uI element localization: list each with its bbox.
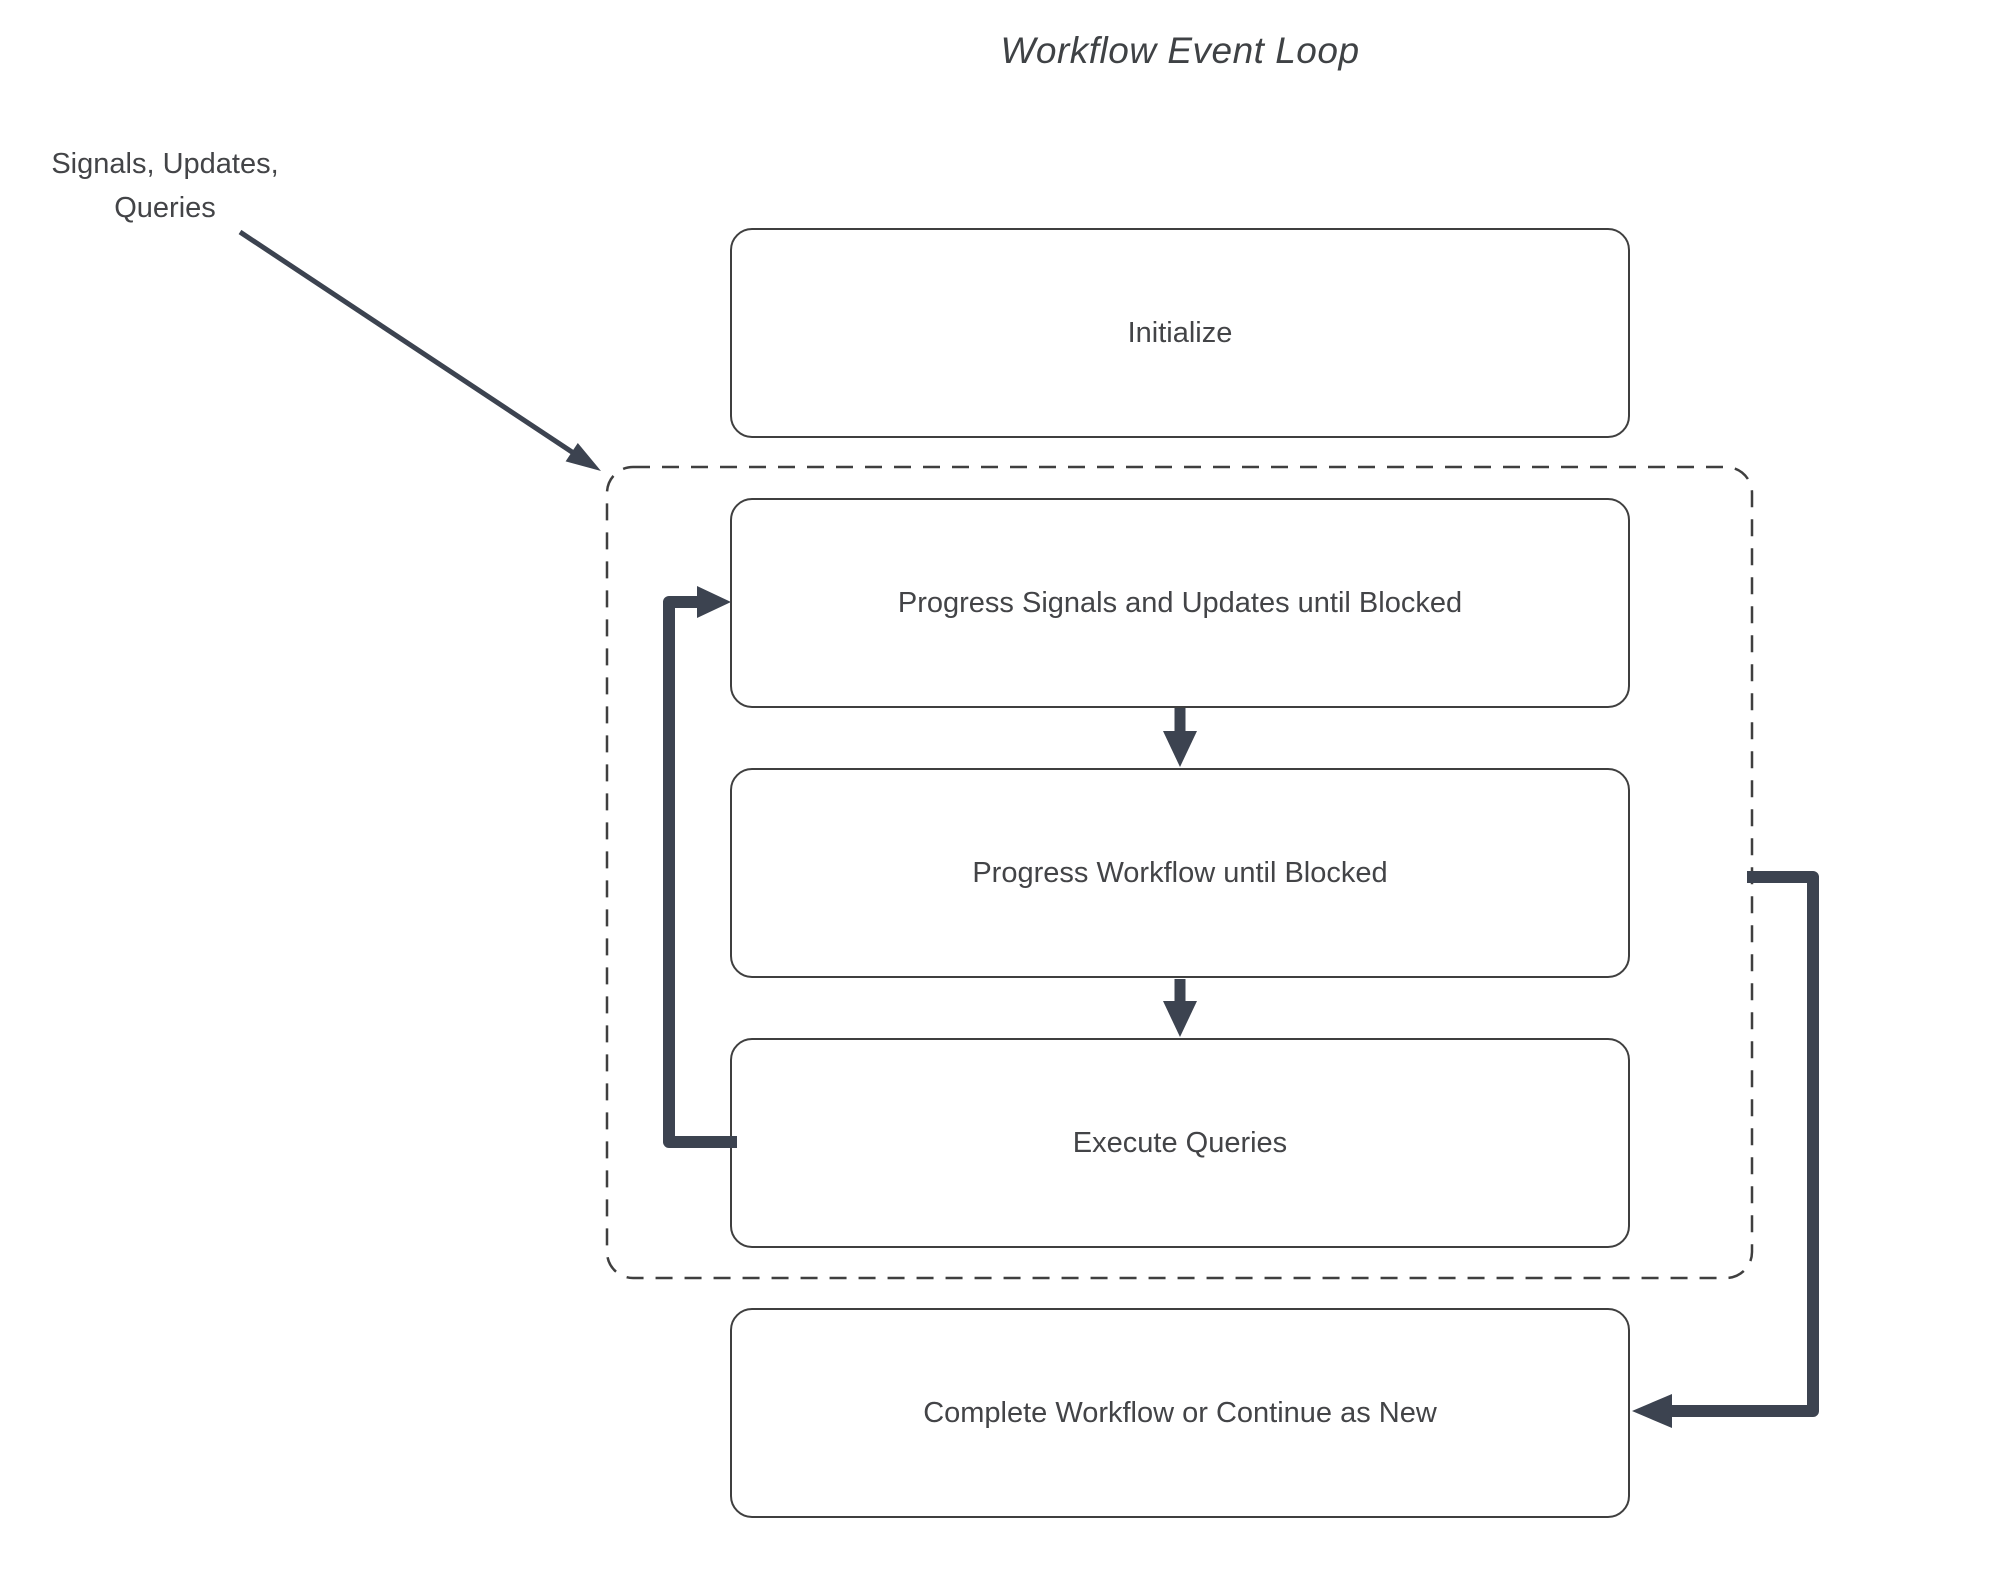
exit-arrow-icon [1632,871,1819,1428]
node-execute-queries-label: Execute Queries [1072,1126,1288,1159]
down-arrow-2-icon [1163,979,1197,1037]
loop-back-arrow-icon [663,586,737,1148]
node-progress-workflow-label: Progress Workflow until Blocked [972,856,1388,889]
signals-updates-queries-label: Signals, Updates, Queries [25,142,305,230]
node-execute-queries: Execute Queries [730,1038,1630,1248]
node-progress-workflow: Progress Workflow until Blocked [730,768,1630,978]
node-initialize-label: Initialize [1127,316,1233,349]
node-progress-signals-label: Progress Signals and Updates until Block… [897,586,1463,619]
diagram-title: Workflow Event Loop [1000,30,1360,71]
annotation-line-1: Signals, Updates, [51,148,279,180]
node-progress-signals-and-updates: Progress Signals and Updates until Block… [730,498,1630,708]
down-arrow-1-icon [1163,708,1197,767]
signals-to-loop-arrow-icon [238,229,601,471]
node-complete-workflow-label: Complete Workflow or Continue as New [923,1396,1437,1429]
node-initialize: Initialize [730,228,1630,438]
annotation-line-2: Queries [114,192,216,224]
node-complete-workflow: Complete Workflow or Continue as New [730,1308,1630,1518]
